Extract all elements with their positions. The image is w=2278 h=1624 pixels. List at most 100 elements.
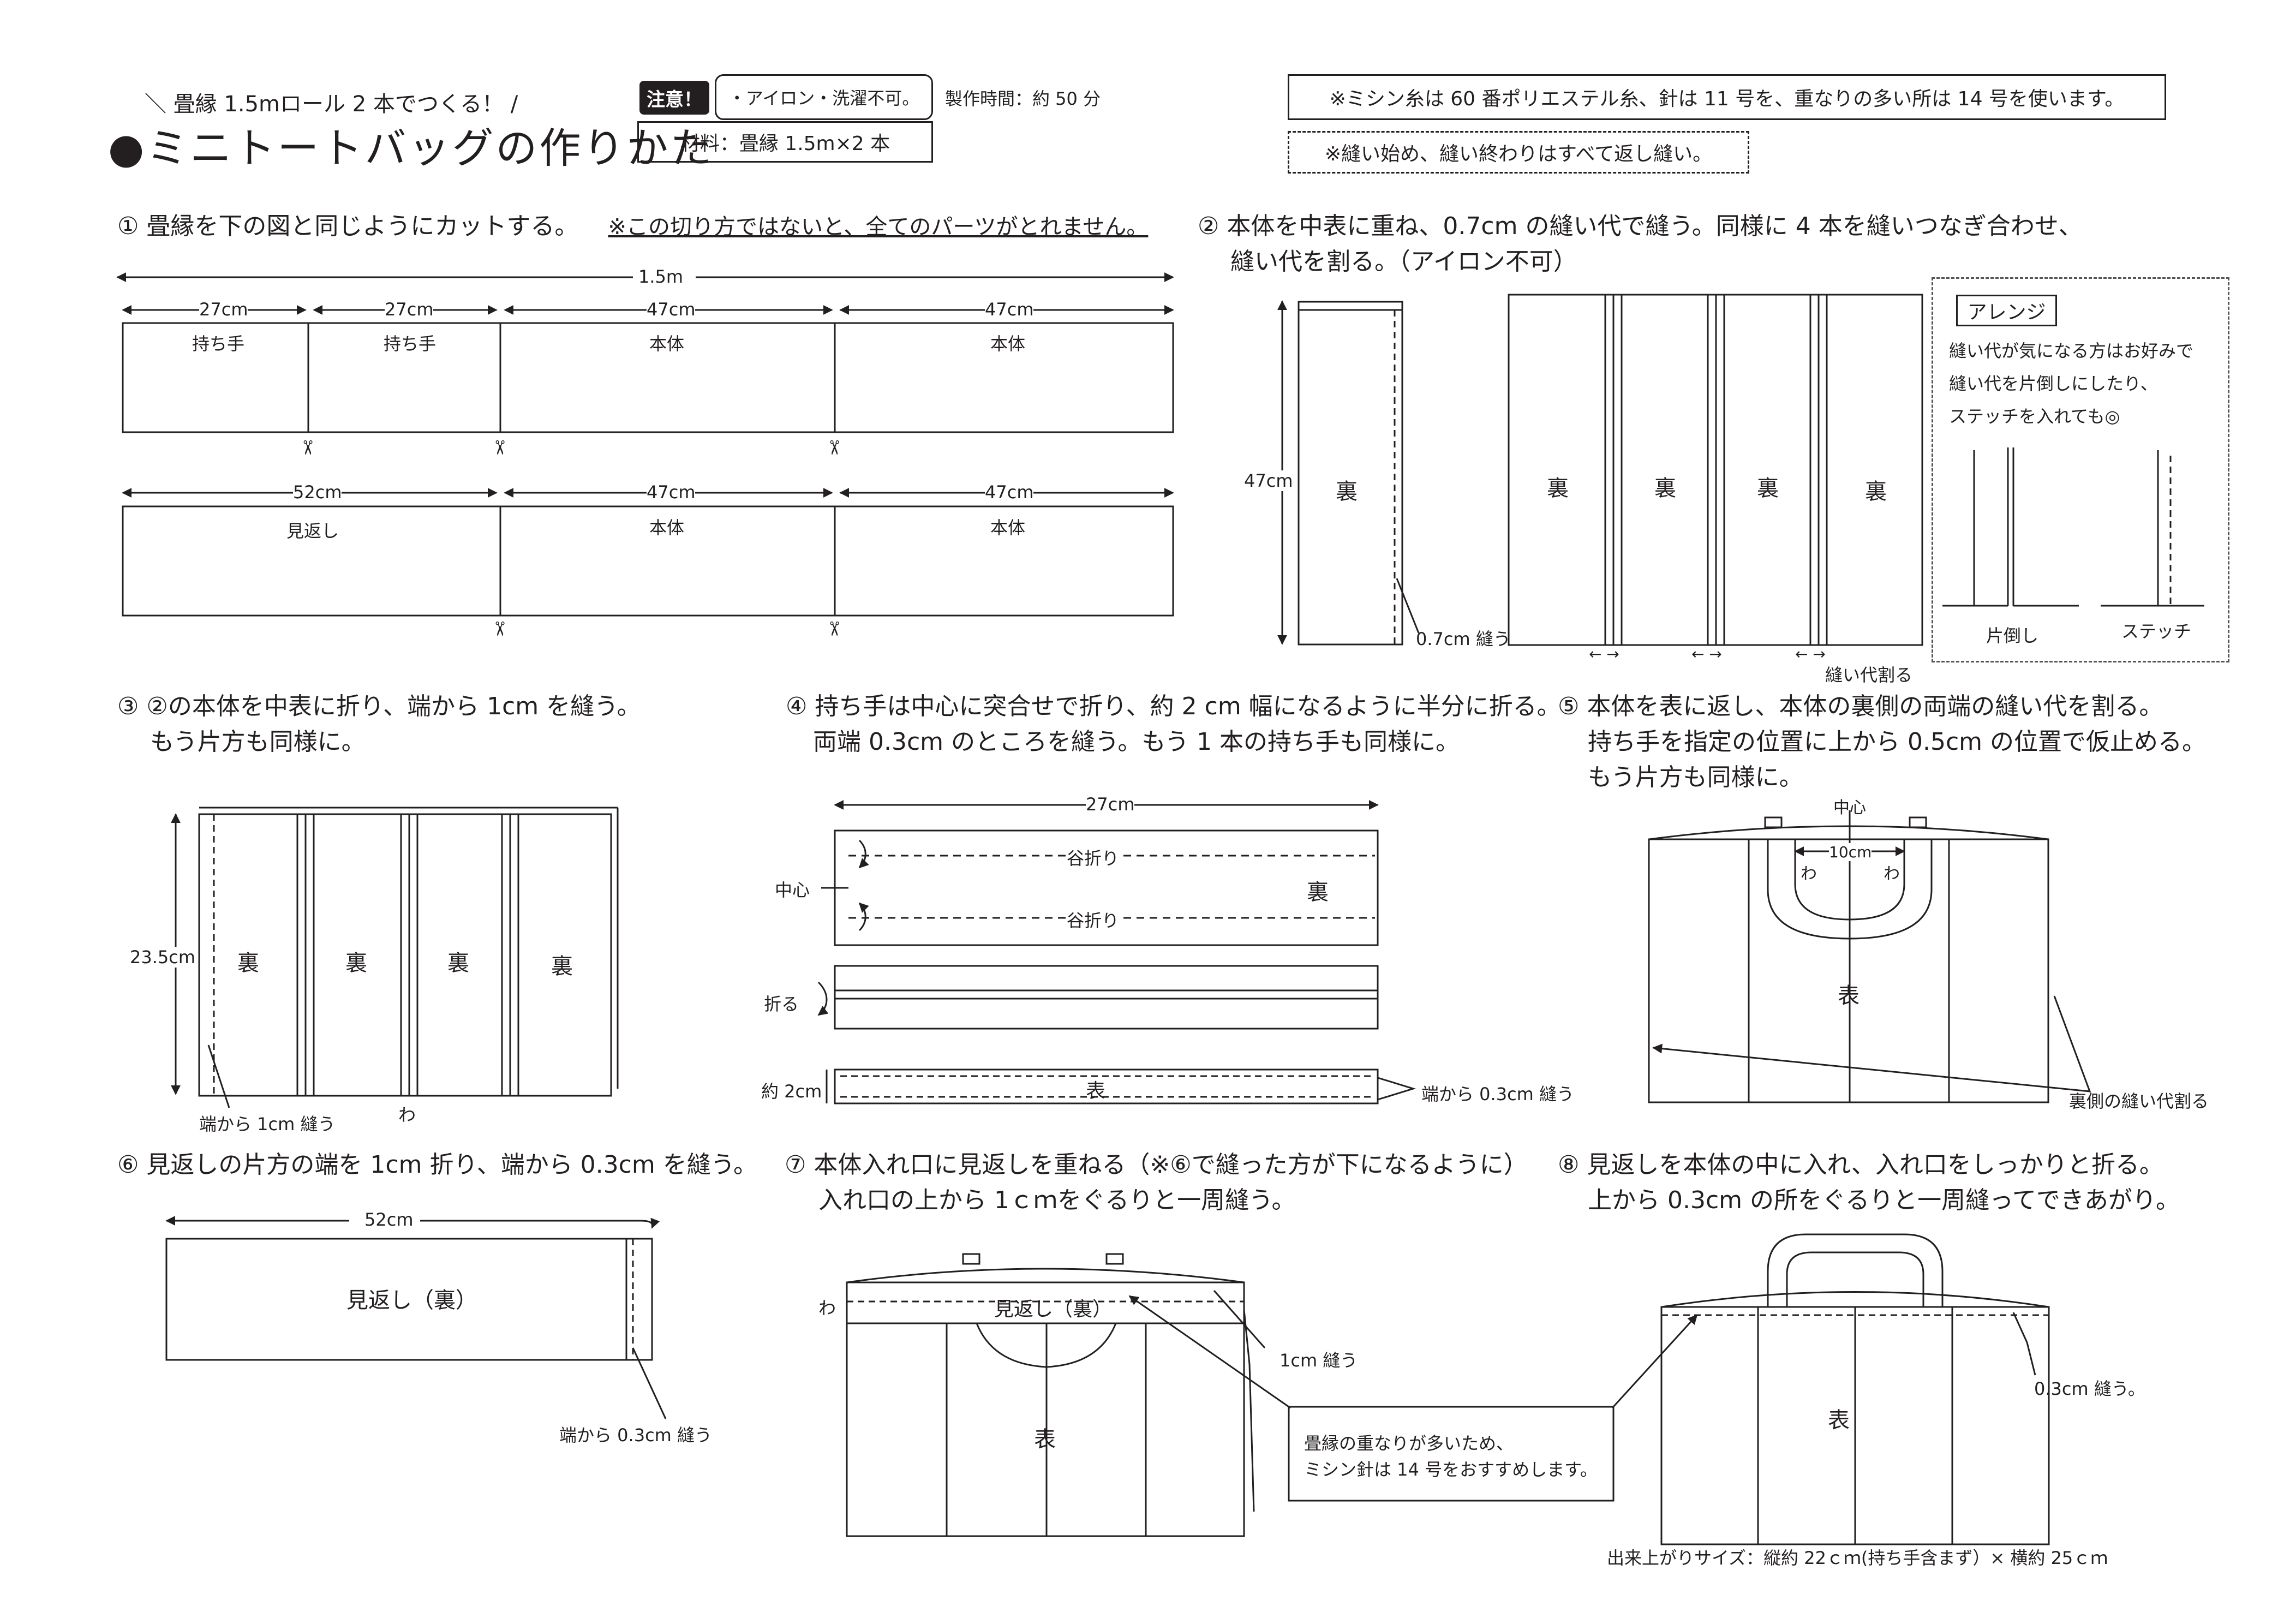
page-title: ●ミニトートバッグの作りかた xyxy=(108,124,714,172)
note-thread-box: ※ミシン糸は 60 番ポリエステル糸、針は 11 号を、重なりの多い所は 14 … xyxy=(1288,74,2166,120)
arrange-line-1: 縫い代が気になる方はお好みで xyxy=(1949,341,2194,361)
step1-row1-label-2: 持ち手 xyxy=(384,333,437,354)
step5-front-label: 表 xyxy=(1838,983,1860,1008)
step5-instruction-line1: ⑤ 本体を表に返し、本体の裏側の両端の縫い代を割る。 xyxy=(1558,692,2163,720)
step2-instruction-line1: ② 本体を中表に重ね、0.7cm の縫い代で縫う。同様に 4 本を縫いつなぎ合わ… xyxy=(1198,212,2083,240)
arrange-left-label: 片倒し xyxy=(1986,625,2039,646)
step4-approx-width: 約 2cm xyxy=(761,1081,822,1102)
step1-row1-size-1: 27cm xyxy=(199,299,248,320)
arrange-title-text: アレンジ xyxy=(1967,301,2046,324)
step3-back-4: 裏 xyxy=(551,954,573,979)
step2-back-1: 裏 xyxy=(1547,476,1569,501)
step4-back-label: 裏 xyxy=(1307,880,1329,905)
arrange-box xyxy=(1932,277,2229,662)
production-time: 製作時間：約 50 分 xyxy=(945,88,1101,109)
step1-row2-size-1: 52cm xyxy=(293,482,342,503)
warning-chip: 注意！ xyxy=(639,81,709,115)
step2-seam-label: 0.7cm 縫う xyxy=(1416,629,1511,649)
warning-text: ・アイロン・洗濯不可。 xyxy=(728,88,920,109)
scissors-icon: ✂ xyxy=(488,620,511,637)
step6-facing-label: 見返し（裏） xyxy=(346,1288,477,1313)
step1-total-length: 1.5m xyxy=(638,266,684,287)
note-thread: ※ミシン糸は 60 番ポリエステル糸、針は 11 号を、重なりの多い所は 14 … xyxy=(1329,88,2125,110)
step4-valley-top: 谷折り xyxy=(1067,845,1120,870)
step5-wa-left: わ xyxy=(1801,864,1817,883)
scissors-icon: ✂ xyxy=(296,439,319,456)
step7-seam-label: 1cm 縫う xyxy=(1279,1350,1358,1371)
step4-fold-label: 折る xyxy=(764,994,799,1014)
step3-back-2: 裏 xyxy=(345,951,367,976)
step7-wa-label: わ xyxy=(818,1298,836,1318)
step4-instruction-line2: 両端 0.3cm のところを縫う。もう 1 本の持ち手も同様に。 xyxy=(813,728,1460,756)
step3-height: 23.5cm xyxy=(130,947,196,968)
step2-back-label: 裏 xyxy=(1336,479,1358,504)
step7-front-label: 表 xyxy=(1034,1427,1056,1452)
step8-seam-label: 0.3cm 縫う。 xyxy=(2034,1378,2145,1399)
step1-row2-size-2: 47cm xyxy=(647,482,696,503)
step4-width: 27cm xyxy=(1086,794,1135,815)
step4-seam-label: 端から 0.3cm 縫う xyxy=(1421,1084,1575,1104)
step5-instruction-line3: もう片方も同様に。 xyxy=(1588,763,1803,791)
step1-note: ※この切り方ではないと、全てのパーツがとれません。 xyxy=(608,214,1149,240)
step2-back-4: 裏 xyxy=(1865,479,1887,504)
step1-row2-label-3: 本体 xyxy=(990,517,1026,538)
step3-back-1: 裏 xyxy=(237,951,259,976)
finished-size: 出来上がりサイズ：縦約 22ｃｍ(持ち手含まず）× 横約 25ｃｍ xyxy=(1607,1548,2108,1568)
step1-row1-label-1: 持ち手 xyxy=(192,333,245,354)
step6-seam-label: 端から 0.3cm 縫う xyxy=(559,1425,713,1446)
arrange-right-label: ステッチ xyxy=(2121,621,2192,642)
arrange-line-3: ステッチを入れても◎ xyxy=(1949,406,2120,427)
step3-fold-label: わ xyxy=(398,1104,416,1125)
note-backstitch-box: ※縫い始め、縫い終わりはすべて返し縫い。 xyxy=(1288,131,1749,174)
step6-instruction: ⑥ 見返しの片方の端を 1cm 折り、端から 0.3cm を縫う。 xyxy=(117,1151,758,1179)
scissors-icon: ✂ xyxy=(822,620,845,637)
materials-text: 材料：畳縁 1.5m×2 本 xyxy=(680,133,890,155)
step6-width: 52cm xyxy=(364,1209,414,1230)
warning-box: ・アイロン・洗濯不可。 xyxy=(715,74,933,120)
step2-open-arrows-1: ← → xyxy=(1589,645,1619,663)
step2-back-2: 裏 xyxy=(1654,476,1676,501)
step2-open-arrows-2: ← → xyxy=(1691,645,1722,663)
step7-instruction-line2: 入れ口の上から 1ｃｍをぐるりと一周縫う。 xyxy=(818,1186,1296,1214)
arrange-line-2: 縫い代を片倒しにしたり、 xyxy=(1949,373,2158,394)
materials-box: 材料：畳縁 1.5m×2 本 xyxy=(637,121,933,163)
step1-row1-label-3: 本体 xyxy=(649,333,685,354)
step2-open-label: 縫い代割る xyxy=(1825,665,1913,685)
step2-height: 47cm xyxy=(1244,470,1293,491)
step8-instruction-line2: 上から 0.3cm の所をぐるりと一周縫ってできあがり。 xyxy=(1588,1186,2180,1214)
step1-text: ① 畳縁を下の図と同じようにカットする。 xyxy=(117,212,579,240)
step3-back-3: 裏 xyxy=(447,951,469,976)
step4-instruction-line1: ④ 持ち手は中心に突合せで折り、約 2 cm 幅になるように半分に折る。 xyxy=(786,692,1561,720)
step1-row2-label-1: 見返し xyxy=(286,521,339,541)
step2-back-3: 裏 xyxy=(1757,476,1779,501)
step2-open-arrows-3: ← → xyxy=(1795,645,1826,663)
arrange-title: アレンジ xyxy=(1956,295,2057,326)
step1-row1-label-4: 本体 xyxy=(990,333,1026,354)
step1-row1-size-3: 47cm xyxy=(647,299,696,320)
step4-front-label: 表 xyxy=(1086,1080,1106,1102)
step5-open-label: 裏側の縫い代割る xyxy=(2069,1091,2209,1112)
step4-valley-bottom: 谷折り xyxy=(1067,907,1120,932)
step4-center-label: 中心 xyxy=(775,880,810,900)
scissors-icon: ✂ xyxy=(488,439,511,456)
step2-instruction-line2: 縫い代を割る。（アイロン不可） xyxy=(1230,248,1577,276)
step7-instruction-line1: ⑦ 本体入れ口に見返しを重ねる（※⑥で縫った方が下になるように） xyxy=(785,1151,1528,1179)
step7-callout-line2: ミシン針は 14 号をおすすめします。 xyxy=(1304,1459,1598,1480)
step1-row1-size-4: 47cm xyxy=(985,299,1034,320)
step1-instruction: ① 畳縁を下の図と同じようにカットする。 ※この切り方ではないと、全てのパーツが… xyxy=(117,210,1148,243)
step3-seam-label: 端から 1cm 縫う xyxy=(199,1114,336,1135)
step7-facing-label: 見返し（裏） xyxy=(994,1298,1113,1321)
note-backstitch: ※縫い始め、縫い終わりはすべて返し縫い。 xyxy=(1324,143,1713,165)
step5-width-label: 10cm xyxy=(1829,843,1872,861)
step8-instruction-line1: ⑧ 見返しを本体の中に入れ、入れ口をしっかりと折る。 xyxy=(1558,1151,2163,1179)
scissors-icon: ✂ xyxy=(822,439,845,456)
step3-instruction-line1: ③ ②の本体を中表に折り、端から 1cm を縫う。 xyxy=(117,692,641,720)
step7-callout-line1: 畳縁の重なりが多いため、 xyxy=(1304,1433,1514,1454)
step8-front-label: 表 xyxy=(1828,1408,1850,1433)
step1-row2-label-2: 本体 xyxy=(649,517,685,538)
step5-wa-right: わ xyxy=(1884,864,1900,883)
step1-row1-size-2: 27cm xyxy=(385,299,434,320)
step5-center-label: 中心 xyxy=(1833,798,1866,817)
step1-row2-size-3: 47cm xyxy=(985,482,1034,503)
